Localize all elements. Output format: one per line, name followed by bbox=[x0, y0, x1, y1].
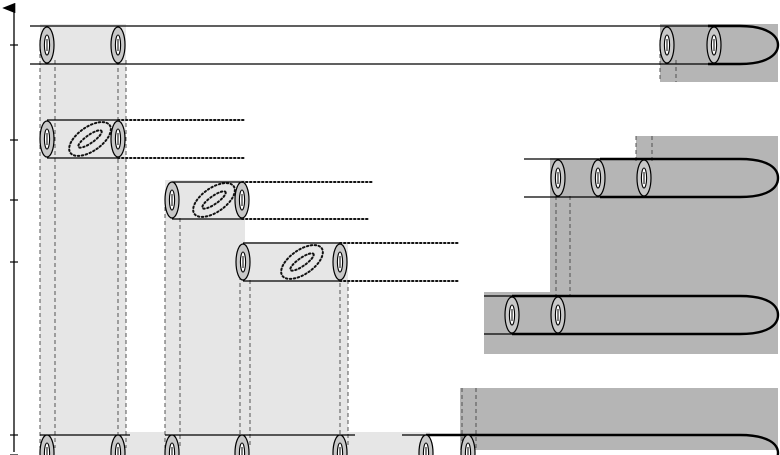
ring-icon bbox=[235, 243, 251, 281]
dark-band-right-column bbox=[550, 158, 778, 298]
vertical-axis bbox=[2, 2, 18, 455]
light-band-column-3 bbox=[240, 242, 348, 434]
ring-icon bbox=[110, 120, 126, 158]
dark-band-middle-right bbox=[484, 292, 778, 354]
tube-level-3 bbox=[164, 181, 375, 220]
light-band-column-2 bbox=[165, 180, 245, 434]
ring-icon bbox=[659, 26, 675, 64]
ring-bold-icon bbox=[590, 159, 606, 197]
ring-icon bbox=[636, 159, 652, 197]
ring-icon bbox=[110, 26, 126, 64]
light-band-bottom bbox=[40, 432, 430, 455]
ring-icon bbox=[550, 296, 566, 334]
tube-top bbox=[30, 24, 780, 66]
ring-bold-icon bbox=[504, 296, 520, 334]
tube-cap-b bbox=[484, 294, 780, 336]
shaded-regions bbox=[40, 24, 778, 455]
ring-icon bbox=[234, 181, 250, 219]
ring-bold-icon bbox=[706, 26, 722, 64]
ring-icon bbox=[39, 120, 55, 158]
tube-cap-a bbox=[524, 157, 780, 199]
ring-icon bbox=[332, 243, 348, 281]
ring-icon bbox=[164, 181, 180, 219]
ring-icon bbox=[39, 26, 55, 64]
tube-level-4 bbox=[235, 242, 461, 282]
tube-bottom bbox=[39, 433, 780, 455]
ring-icon bbox=[550, 159, 566, 197]
dark-band-bottom-right bbox=[460, 388, 778, 450]
tube-level-2 bbox=[39, 119, 247, 159]
dark-band-right-top bbox=[636, 136, 778, 158]
